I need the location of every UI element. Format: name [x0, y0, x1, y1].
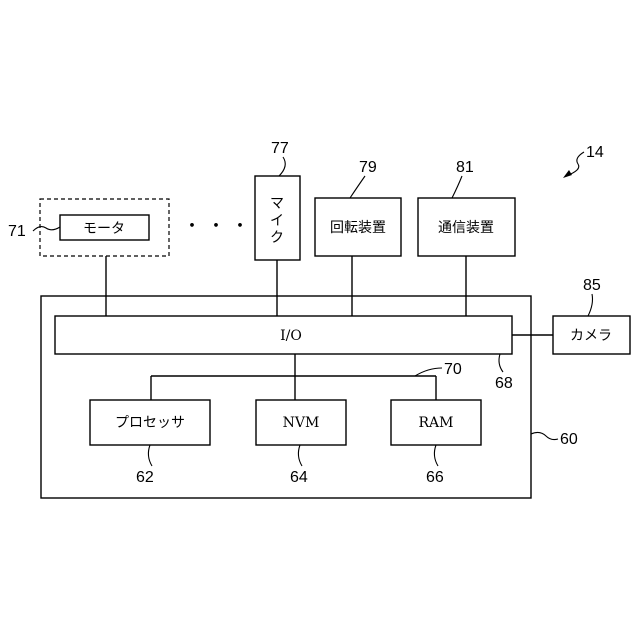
controller-leader	[531, 432, 558, 439]
ram-label: RAM	[419, 415, 454, 431]
processor-ref: 62	[136, 469, 154, 486]
rotation-device-ref: 79	[359, 159, 377, 176]
rotation-device-leader	[350, 176, 365, 198]
mic-char-3: ク	[270, 230, 284, 246]
ram-ref: 66	[426, 469, 444, 486]
camera-label: カメラ	[570, 328, 612, 344]
figure-ref-arrowhead	[563, 170, 572, 178]
bus-ref: 70	[444, 361, 462, 378]
camera-leader	[588, 294, 593, 316]
camera-ref: 85	[583, 277, 601, 294]
ellipsis: ・・・	[183, 216, 255, 237]
mic-char-1: マ	[270, 196, 284, 212]
comm-device-label: 通信装置	[438, 220, 494, 236]
nvm-label: NVM	[283, 415, 320, 431]
mic-char-2: イ	[270, 213, 284, 229]
motor-group-ref: 71	[8, 223, 26, 240]
comm-device-ref: 81	[456, 159, 474, 176]
comm-device-leader	[452, 176, 462, 198]
motor-label: モータ	[83, 221, 125, 237]
figure-ref-label: 14	[586, 144, 604, 161]
rotation-device-label: 回転装置	[330, 220, 386, 236]
nvm-ref: 64	[290, 469, 308, 486]
processor-label: プロセッサ	[115, 415, 185, 431]
mic-leader	[279, 157, 285, 176]
io-label: I/O	[280, 328, 302, 344]
controller-ref: 60	[560, 431, 578, 448]
motor-group-leader	[33, 227, 60, 231]
io-ref: 68	[495, 375, 513, 392]
mic-ref: 77	[271, 140, 289, 157]
